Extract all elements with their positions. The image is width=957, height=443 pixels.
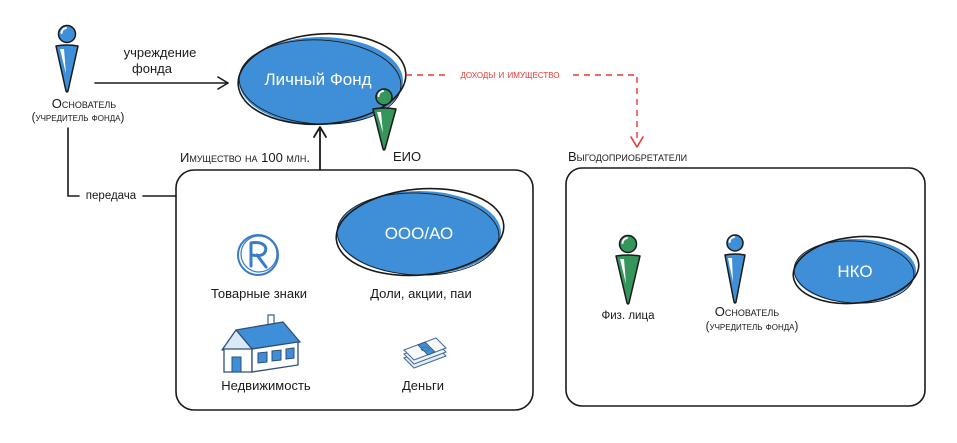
person-head <box>375 88 393 106</box>
shares-label: Доли, акции, паи <box>370 286 472 301</box>
person-head <box>57 24 77 44</box>
property-title: Имущество на 100 млн. <box>180 150 310 165</box>
eio-label: ЕИО <box>393 149 421 164</box>
money-bill-mark <box>420 346 430 352</box>
money-band <box>417 341 436 356</box>
person-body <box>55 44 79 93</box>
person-head-highlight <box>60 27 67 34</box>
npo-ellipse-outline-sketch <box>793 240 915 304</box>
trademarks-label: Товарные знаки <box>211 286 307 301</box>
income-line-right <box>573 74 638 143</box>
person-body-highlight <box>377 112 383 133</box>
beneficiaries-box <box>565 167 926 407</box>
house-door <box>231 356 242 373</box>
income-arrow-head <box>630 136 644 148</box>
eio-person-icon <box>372 88 397 151</box>
npo-label: НКО <box>837 262 872 281</box>
income-dashed-arrow <box>406 74 644 148</box>
beneficiary-founder-subtitle: (учредитель фонда) <box>706 321 799 333</box>
fund-ellipse-outline-sketch <box>238 39 402 125</box>
transfer-line <box>67 127 177 197</box>
establishment-arrow-head <box>217 76 229 90</box>
house-window <box>271 349 282 362</box>
establishment-arrow <box>94 76 229 90</box>
person-body-highlight <box>620 259 626 284</box>
money-label: Деньги <box>402 378 444 393</box>
beneficiary-founder-title: Основатель <box>715 304 780 319</box>
founder-title: Основатель <box>52 96 117 111</box>
registered-trademark-icon <box>237 234 279 276</box>
house-window <box>285 347 295 360</box>
establishment-label-line1: учреждение <box>124 45 197 60</box>
person-head <box>618 234 638 254</box>
fund-label: Личный Фонд <box>264 70 371 89</box>
money-stack-icon <box>403 337 447 369</box>
company-ellipse-outline-sketch <box>336 192 500 276</box>
property-box <box>175 169 534 411</box>
npo-node: НКО <box>792 235 920 305</box>
fund-ellipse-fill <box>239 37 403 125</box>
company-ellipse-fill <box>337 191 501 275</box>
company-node: ООО/АО <box>335 187 505 277</box>
company-label: ООО/АО <box>385 224 454 243</box>
house-window <box>257 351 268 364</box>
trademark-circle-sketch <box>240 235 278 273</box>
beneficiaries-title: Выгодоприобретатели <box>568 149 687 164</box>
person-body-highlight <box>728 258 733 282</box>
transfer-line-left <box>67 127 80 197</box>
real-estate-label: Недвижимость <box>221 378 311 393</box>
person-head-highlight <box>377 90 384 97</box>
person-body-highlight <box>60 49 66 74</box>
person-head-highlight <box>728 236 735 243</box>
person-head <box>726 234 744 252</box>
property-arrow-head <box>313 126 327 138</box>
person-body <box>615 254 641 305</box>
income-label: доходы и имущество <box>460 69 559 81</box>
individuals-label: Физ. лица <box>602 310 656 322</box>
transfer-label: передача <box>86 190 137 202</box>
founder-subtitle: (учредитель фонда) <box>32 112 125 124</box>
property-arrow <box>313 126 327 171</box>
personal-fund-node: Личный Фонд <box>237 32 407 126</box>
person-body <box>372 107 397 151</box>
house-icon <box>221 314 301 373</box>
individuals-person-icon <box>615 234 641 305</box>
person-head-highlight <box>621 237 628 244</box>
trademark-circle <box>237 234 279 276</box>
establishment-label-line2: фонда <box>132 61 173 76</box>
trademark-letter-r <box>249 241 268 269</box>
founder-person-icon <box>55 24 79 93</box>
person-body <box>724 253 746 304</box>
npo-ellipse-fill <box>794 239 916 303</box>
beneficiary-founder-person-icon <box>724 234 746 304</box>
